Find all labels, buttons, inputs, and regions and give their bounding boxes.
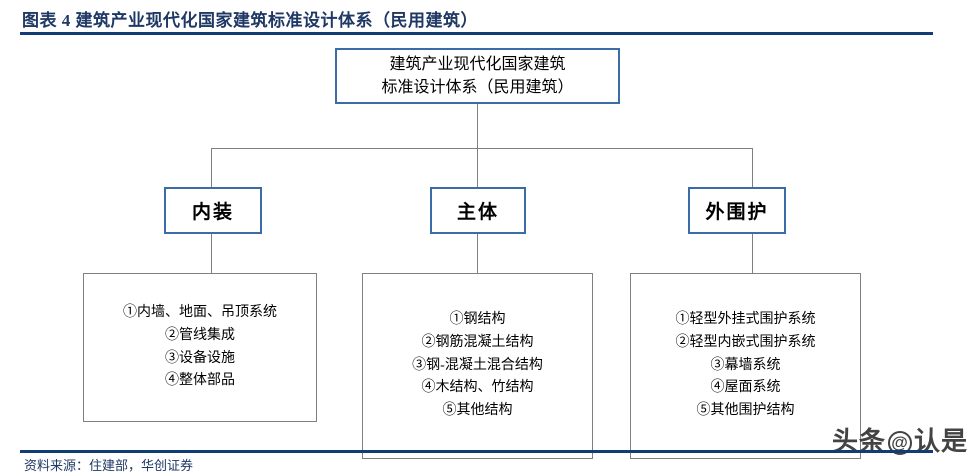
- connector-stem-structure: [477, 234, 478, 274]
- connector-distribution-bar: [211, 148, 753, 149]
- list-item: ②轻型内嵌式围护系统: [675, 334, 816, 350]
- category-label-structure: 主体: [456, 202, 499, 223]
- list-item: ①轻型外挂式围护系统: [675, 312, 816, 328]
- title-divider: [20, 32, 933, 35]
- category-box-envelope[interactable]: 外围护: [688, 187, 786, 234]
- list-item: ②管线集成: [165, 327, 235, 343]
- list-item: ③设备设施: [165, 350, 235, 366]
- list-box-envelope[interactable]: ①轻型外挂式围护系统 ②轻型内嵌式围护系统 ③幕墙系统 ④屋面系统 ⑤其他围护结…: [630, 273, 861, 459]
- category-label-interior: 内装: [191, 202, 234, 223]
- watermark: 头条@认是: [832, 421, 968, 458]
- diagram-canvas: 建筑产业现代化国家建筑 标准设计体系（民用建筑） 内装 主体 外围护 ①内墙、地…: [0, 36, 980, 459]
- category-box-interior[interactable]: 内装: [164, 187, 262, 234]
- page-title: 图表 4 建筑产业现代化国家建筑标准设计体系（民用建筑）: [22, 11, 478, 30]
- at-icon: @: [888, 431, 913, 455]
- list-item: ③幕墙系统: [710, 357, 781, 373]
- list-item: ④屋面系统: [710, 380, 781, 396]
- list-item: ⑤其他结构: [442, 403, 513, 419]
- connector-drop-left: [211, 148, 212, 188]
- list-item: ①钢结构: [449, 312, 506, 328]
- root-node-line-1: 建筑产业现代化国家建筑: [389, 55, 566, 73]
- connector-drop-middle: [477, 148, 478, 188]
- category-label-envelope: 外围护: [705, 202, 769, 223]
- category-box-structure[interactable]: 主体: [430, 187, 526, 234]
- source-note: 资料来源：住建部，华创证券: [24, 458, 194, 473]
- root-node-line-2: 标准设计体系（民用建筑）: [381, 79, 574, 96]
- list-item: ⑤其他围护结构: [696, 403, 795, 419]
- list-item: ①内墙、地面、吊顶系统: [123, 305, 277, 321]
- connector-stem-interior: [211, 234, 212, 274]
- footer-divider: [20, 450, 933, 453]
- list-box-interior[interactable]: ①内墙、地面、吊顶系统 ②管线集成 ③设备设施 ④整体部品: [83, 273, 317, 422]
- connector-root-stem: [477, 104, 478, 148]
- list-item: ④木结构、竹结构: [421, 380, 534, 396]
- list-box-structure[interactable]: ①钢结构 ②钢筋混凝土结构 ③钢-混凝土混合结构 ④木结构、竹结构 ⑤其他结构: [362, 273, 593, 459]
- list-item: ②钢筋混凝土结构: [421, 334, 534, 350]
- list-item: ③钢-混凝土混合结构: [412, 357, 543, 373]
- connector-stem-envelope: [752, 234, 753, 274]
- root-node[interactable]: 建筑产业现代化国家建筑 标准设计体系（民用建筑）: [335, 48, 620, 104]
- list-item: ④整体部品: [165, 373, 235, 389]
- connector-drop-right: [752, 148, 753, 188]
